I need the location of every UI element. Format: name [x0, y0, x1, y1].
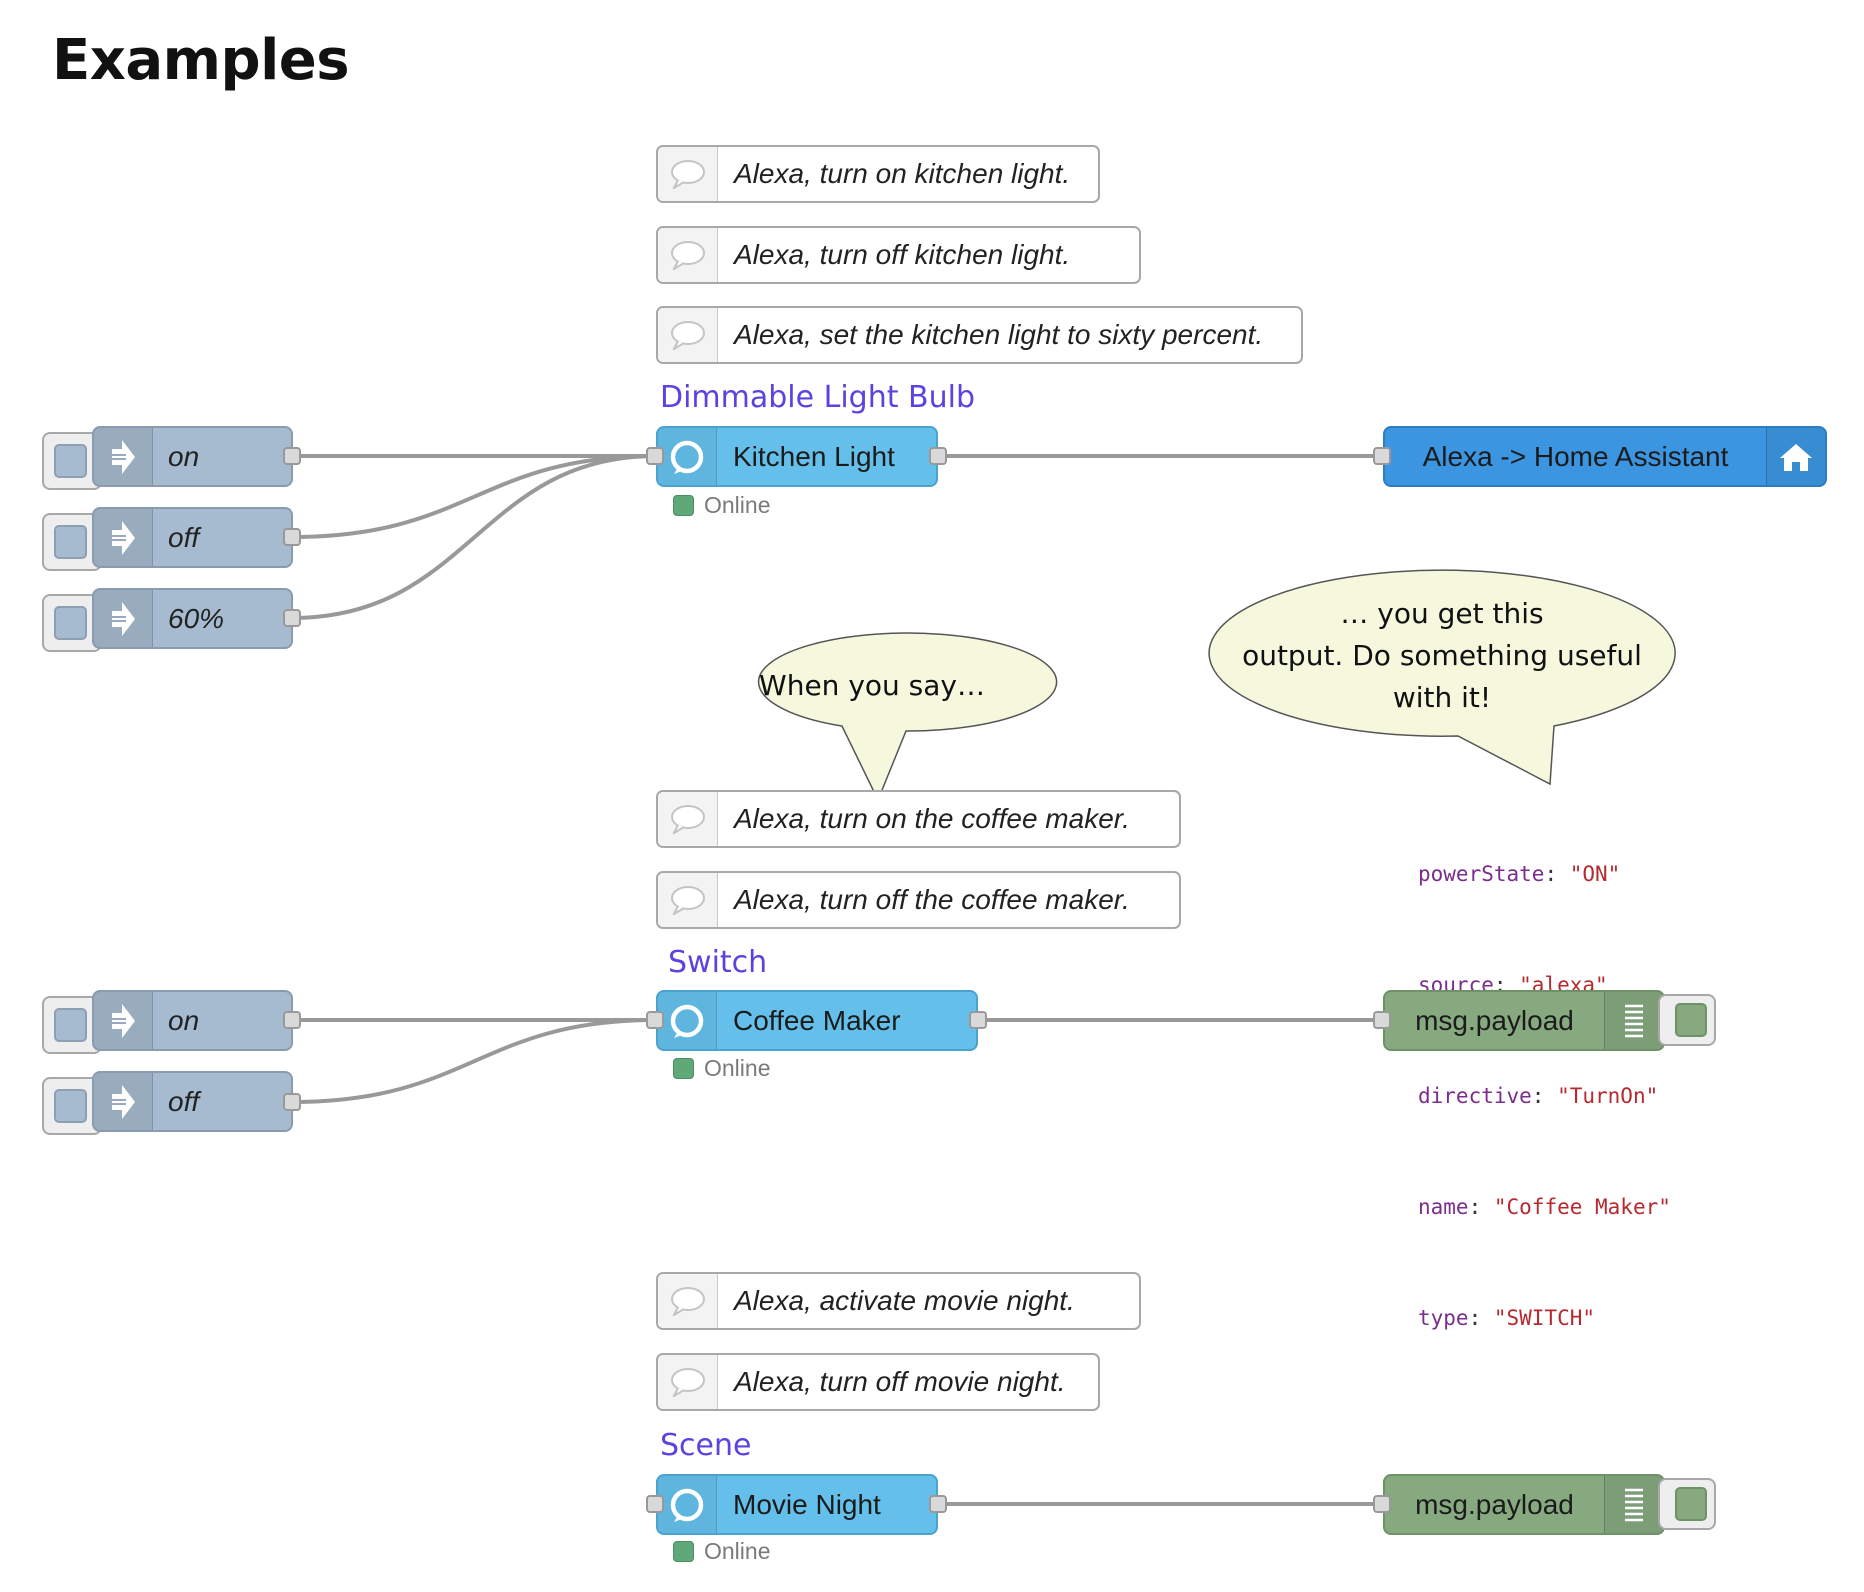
inject-label: on	[168, 1004, 200, 1036]
output-bubble-shape	[1208, 569, 1676, 786]
input-port[interactable]	[1373, 1011, 1391, 1029]
group-label: Dimmable Light Bulb	[660, 380, 976, 415]
payload-example: powerState: "ON" source: "alexa" directi…	[1418, 782, 1671, 1374]
inject-label: 60%	[168, 602, 225, 634]
status-indicator	[673, 495, 694, 516]
status-indicator	[673, 1058, 694, 1079]
comment-node[interactable]: Alexa, turn off movie night.	[656, 1353, 1100, 1411]
alexa-device-node[interactable]: Movie Night	[656, 1474, 938, 1535]
node-label: Alexa -> Home Assistant	[1422, 440, 1729, 472]
output-callout-line: with it!	[1392, 681, 1492, 714]
speech-bubble-icon	[658, 1355, 718, 1409]
group-label: Switch	[668, 945, 768, 980]
debug-node[interactable]: msg.payload	[1383, 990, 1665, 1051]
speech-bubble-icon	[658, 228, 718, 282]
page-title: Examples	[52, 28, 350, 93]
device-name: Kitchen Light	[733, 440, 895, 472]
comment-text: Alexa, turn off kitchen light.	[734, 239, 1071, 270]
comment-text: Alexa, set the kitchen light to sixty pe…	[734, 319, 1264, 350]
comment-node[interactable]: Alexa, set the kitchen light to sixty pe…	[656, 306, 1303, 364]
output-port[interactable]	[283, 447, 301, 465]
alexa-ring-icon	[658, 992, 717, 1049]
input-port[interactable]	[646, 447, 664, 465]
output-port[interactable]	[283, 1011, 301, 1029]
status-text: Online	[704, 1055, 771, 1081]
inject-node[interactable]: off	[92, 507, 293, 568]
comment-node[interactable]: Alexa, turn off kitchen light.	[656, 226, 1141, 284]
comment-text: Alexa, turn on kitchen light.	[734, 158, 1071, 189]
debug-toggle-button[interactable]	[1658, 994, 1716, 1046]
status-indicator	[673, 1541, 694, 1562]
wire-60-kitchen	[291, 454, 657, 620]
home-assistant-node[interactable]: Alexa -> Home Assistant	[1383, 426, 1827, 487]
device-name: Coffee Maker	[733, 1004, 901, 1036]
comment-text: Alexa, turn on the coffee maker.	[734, 803, 1130, 834]
comment-node[interactable]: Alexa, turn off the coffee maker.	[656, 871, 1181, 929]
output-port[interactable]	[929, 1495, 947, 1513]
payload-line: directive: "TurnOn"	[1418, 1084, 1659, 1108]
payload-line: type: "SWITCH"	[1418, 1306, 1596, 1330]
inject-node[interactable]: 60%	[92, 588, 293, 649]
status-text: Online	[704, 1538, 771, 1564]
inject-label: on	[168, 440, 200, 472]
device-name: Movie Night	[733, 1488, 881, 1520]
speech-bubble-icon	[658, 1274, 718, 1328]
inject-label: off	[168, 1085, 200, 1117]
debug-toggle-button[interactable]	[1658, 1478, 1716, 1530]
arrow-right-icon	[94, 1073, 153, 1130]
inject-label: off	[168, 521, 200, 553]
output-port[interactable]	[283, 1093, 301, 1111]
wire-off-coffee	[291, 1018, 657, 1104]
input-port[interactable]	[1373, 1495, 1391, 1513]
payload-line: powerState: "ON"	[1418, 862, 1621, 886]
inject-node[interactable]: off	[92, 1071, 293, 1132]
say-callout-text: When you say…	[759, 669, 985, 702]
list-icon	[1604, 1476, 1663, 1533]
speech-bubble-icon	[658, 792, 718, 846]
node-label: msg.payload	[1415, 1004, 1574, 1036]
arrow-right-icon	[94, 590, 153, 647]
alexa-ring-icon	[658, 428, 717, 485]
output-port[interactable]	[283, 609, 301, 627]
comment-node[interactable]: Alexa, turn on the coffee maker.	[656, 790, 1181, 848]
status-text: Online	[704, 492, 771, 518]
arrow-right-icon	[94, 428, 153, 485]
inject-node[interactable]: on	[92, 426, 293, 487]
list-icon	[1604, 992, 1663, 1049]
node-label: msg.payload	[1415, 1488, 1574, 1520]
output-port[interactable]	[969, 1011, 987, 1029]
group-label: Scene	[660, 1428, 752, 1463]
wire-off-kitchen	[291, 454, 657, 539]
arrow-right-icon	[94, 509, 153, 566]
comment-node[interactable]: Alexa, turn on kitchen light.	[656, 145, 1100, 203]
input-port[interactable]	[646, 1011, 664, 1029]
input-port[interactable]	[1373, 447, 1391, 465]
speech-bubble-icon	[658, 308, 718, 362]
output-port[interactable]	[929, 447, 947, 465]
comment-text: Alexa, turn off movie night.	[734, 1366, 1066, 1397]
alexa-device-node[interactable]: Kitchen Light	[656, 426, 938, 487]
output-callout-text: … you get this output. Do something usef…	[1212, 593, 1672, 719]
speech-bubble-icon	[658, 147, 718, 201]
speech-bubble-icon	[658, 873, 718, 927]
comment-text: Alexa, activate movie night.	[734, 1285, 1075, 1316]
inject-node[interactable]: on	[92, 990, 293, 1051]
input-port[interactable]	[646, 1495, 664, 1513]
home-icon	[1766, 428, 1825, 485]
debug-node[interactable]: msg.payload	[1383, 1474, 1665, 1535]
arrow-right-icon	[94, 992, 153, 1049]
output-callout-line: … you get this	[1340, 597, 1544, 630]
comment-text: Alexa, turn off the coffee maker.	[734, 884, 1130, 915]
say-bubble-shape	[757, 632, 1058, 802]
comment-node[interactable]: Alexa, activate movie night.	[656, 1272, 1141, 1330]
output-callout-line: output. Do something useful	[1242, 639, 1642, 672]
alexa-device-node[interactable]: Coffee Maker	[656, 990, 978, 1051]
output-port[interactable]	[283, 528, 301, 546]
payload-line: name: "Coffee Maker"	[1418, 1195, 1671, 1219]
alexa-ring-icon	[658, 1476, 717, 1533]
